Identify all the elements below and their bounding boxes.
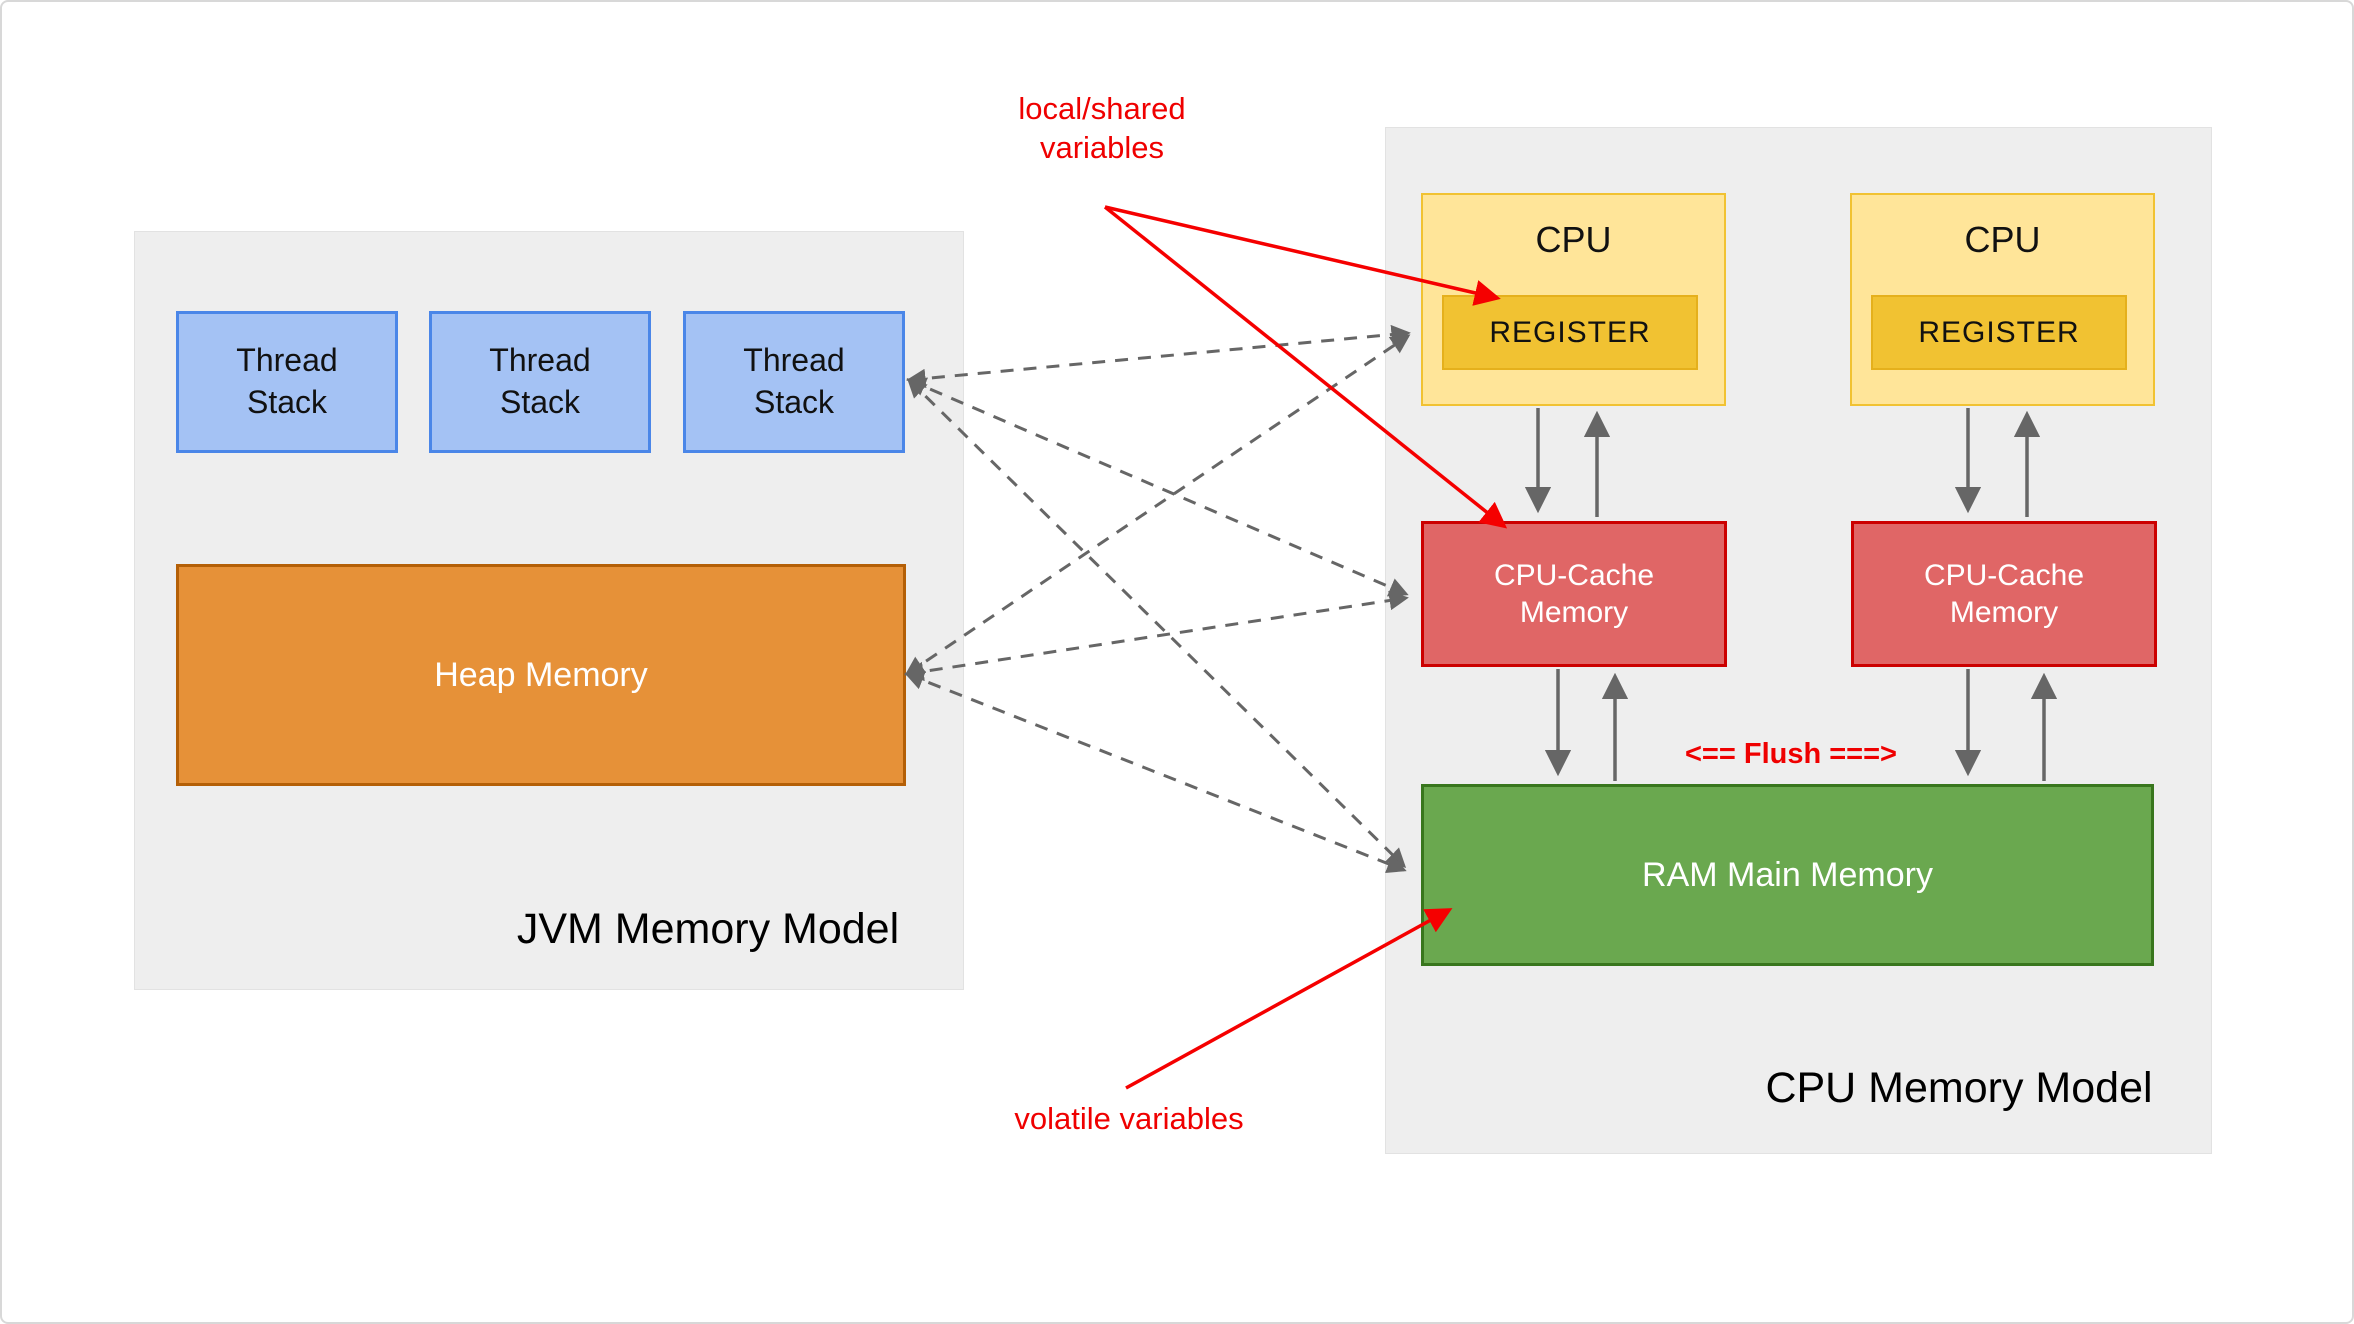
heap-memory-label: Heap Memory (434, 655, 648, 694)
thread-stack-box-3: Thread Stack (683, 311, 905, 453)
dashed-arrow-heap-register (904, 334, 1411, 676)
thread-stack-label: Thread Stack (743, 342, 845, 420)
cpu-cache-label: CPU-Cache Memory (1923, 558, 2085, 630)
cpu-label: CPU (1535, 219, 1612, 260)
dashed-arrow-heap-cache (904, 590, 1409, 682)
dashed-arrow-threadstack-register (906, 324, 1411, 389)
jvm-panel-title: JVM Memory Model (516, 905, 900, 953)
jvm-panel: Thread Stack Thread Stack Thread Stack H… (134, 231, 964, 990)
thread-stack-box-2: Thread Stack (429, 311, 651, 453)
ram-label: RAM Main Memory (1642, 855, 1933, 894)
dashed-arrow-threadstack-cache (906, 377, 1409, 597)
cpu-cache-box-2: CPU-Cache Memory (1851, 521, 2157, 667)
cpu-label: CPU (1964, 219, 2041, 260)
dashed-arrow-threadstack-ram (906, 377, 1407, 869)
register-label: REGISTER (1489, 315, 1651, 349)
cpu-cache-box-1: CPU-Cache Memory (1421, 521, 1727, 667)
volatile-variables-annotation: volatile variables (1014, 1101, 1244, 1136)
dashed-arrow-heap-ram (904, 671, 1407, 873)
thread-stack-box-1: Thread Stack (176, 311, 398, 453)
flush-annotation: <== Flush ===> (1685, 738, 1897, 770)
heap-memory-box: Heap Memory (176, 564, 906, 786)
cpu-panel: CPU REGISTER CPU REGISTER CPU-Cache Memo… (1385, 127, 2212, 1154)
cpu-panel-title: CPU Memory Model (1765, 1064, 2153, 1112)
cpu-cache-label: CPU-Cache Memory (1493, 558, 1655, 630)
thread-stack-label: Thread Stack (236, 342, 338, 420)
local-shared-variables-annotation: local/shared variables (1018, 91, 1186, 165)
register-box-2: REGISTER (1871, 295, 2127, 370)
register-box-1: REGISTER (1442, 295, 1698, 370)
thread-stack-label: Thread Stack (489, 342, 591, 420)
ram-main-memory-box: RAM Main Memory (1421, 784, 2154, 966)
register-label: REGISTER (1918, 315, 2080, 349)
